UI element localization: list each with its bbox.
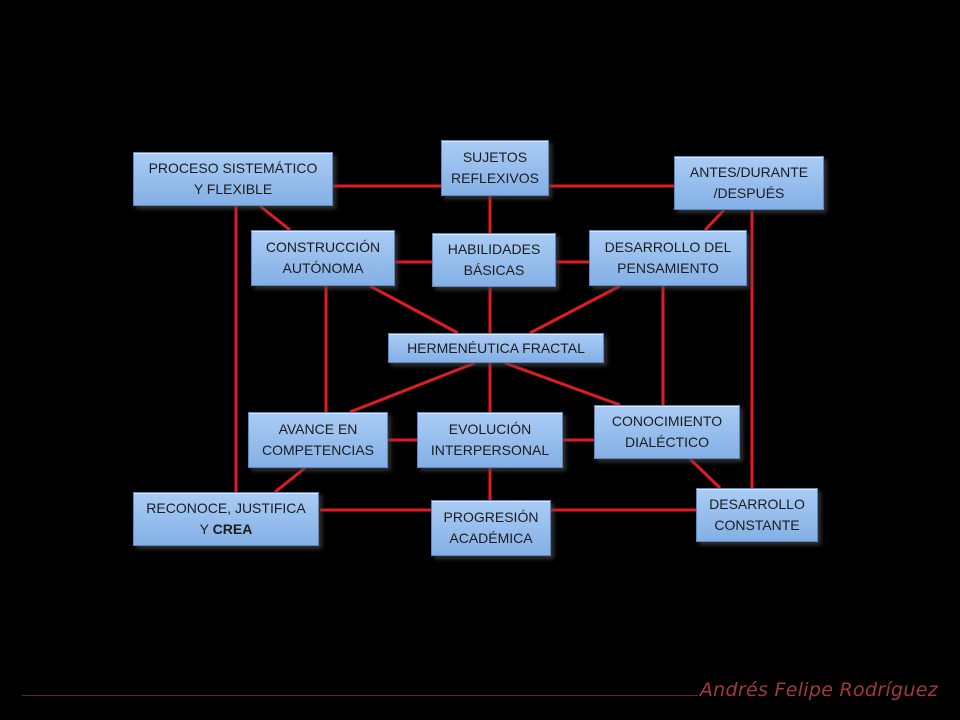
connector-line [688,457,722,490]
node-text-line: PENSAMIENTO [617,260,719,276]
node-text-line: AVANCE EN [278,421,358,437]
node-text-line: DIALÉCTICO [624,434,709,450]
node-text-line: DESARROLLO [709,496,805,512]
node-text-line: CONSTRUCCIÓN [265,239,381,255]
node-text-line: ACADÉMICA [449,530,533,546]
node-avance-competencias: AVANCE EN COMPETENCIAS [248,412,388,468]
author-name: Andrés Felipe Rodríguez [699,679,938,701]
node-conocimiento-dialectico: CONOCIMIENTO DIALÉCTICO [594,405,740,459]
node-construccion-autonoma: CONSTRUCCIÓN AUTÓNOMA [251,230,395,286]
node-text-line: ANTES/DURANTE [689,164,809,180]
node-text-line: SUJETOS [462,149,528,165]
node-text-prefix: Y [199,521,213,537]
node-hermeneutica-fractal: HERMENÉUTICA FRACTAL [388,333,604,363]
connector-line [349,361,476,414]
node-text-line: HERMENÉUTICA FRACTAL [407,339,585,356]
node-habilidades-basicas: HABILIDADES BÁSICAS [432,233,556,287]
node-text-line: BÁSICAS [463,262,525,278]
node-text-line: /DESPUÉS [713,185,785,201]
connector-line [504,361,621,407]
node-text-line: INTERPERSONAL [430,442,550,458]
connector-line [703,208,726,232]
node-text-line: RECONOCE, JUSTIFICA [146,500,306,516]
node-antes-durante-despues: ANTES/DURANTE/DESPUÉS [674,156,824,210]
node-desarrollo-constante: DESARROLLO CONSTANTE [696,488,818,542]
node-reconoce-justifica-crea: RECONOCE, JUSTIFICA Y CREA [133,492,319,546]
node-text-line: Y CREA [146,519,305,540]
node-sujetos-reflexivos: SUJETOS REFLEXIVOS [441,140,549,196]
node-desarrollo-pensamiento: DESARROLLO DEL PENSAMIENTO [589,230,747,286]
node-text-line: EVOLUCIÓN [448,421,532,437]
node-progresion-academica: PROGRESIÓN ACADÉMICA [431,500,551,556]
node-text-bold: CREA [212,521,253,537]
node-text-line: CONOCIMIENTO [611,413,723,429]
connector-line [274,466,306,494]
connector-line [369,284,459,335]
connector-line [259,204,291,232]
node-text-line: PROCESO SISTEMÁTICO [148,160,318,176]
node-evolucion-interpersonal: EVOLUCIÓN INTERPERSONAL [417,412,563,468]
node-text-line: AUTÓNOMA [282,260,364,276]
node-text-line: COMPETENCIAS [261,442,374,458]
node-text-line: CONSTANTE [714,517,800,533]
connector-line [529,284,621,335]
footer-divider [22,695,698,696]
node-proceso-sistematico: PROCESO SISTEMÁTICO Y FLEXIBLE [133,152,333,206]
node-text-line: PROGRESIÓN [443,509,539,525]
node-text-line: Y FLEXIBLE [193,181,273,197]
node-text-line: REFLEXIVOS [451,170,539,186]
node-text-line: HABILIDADES [447,241,541,257]
node-text-line: DESARROLLO DEL [604,239,732,255]
